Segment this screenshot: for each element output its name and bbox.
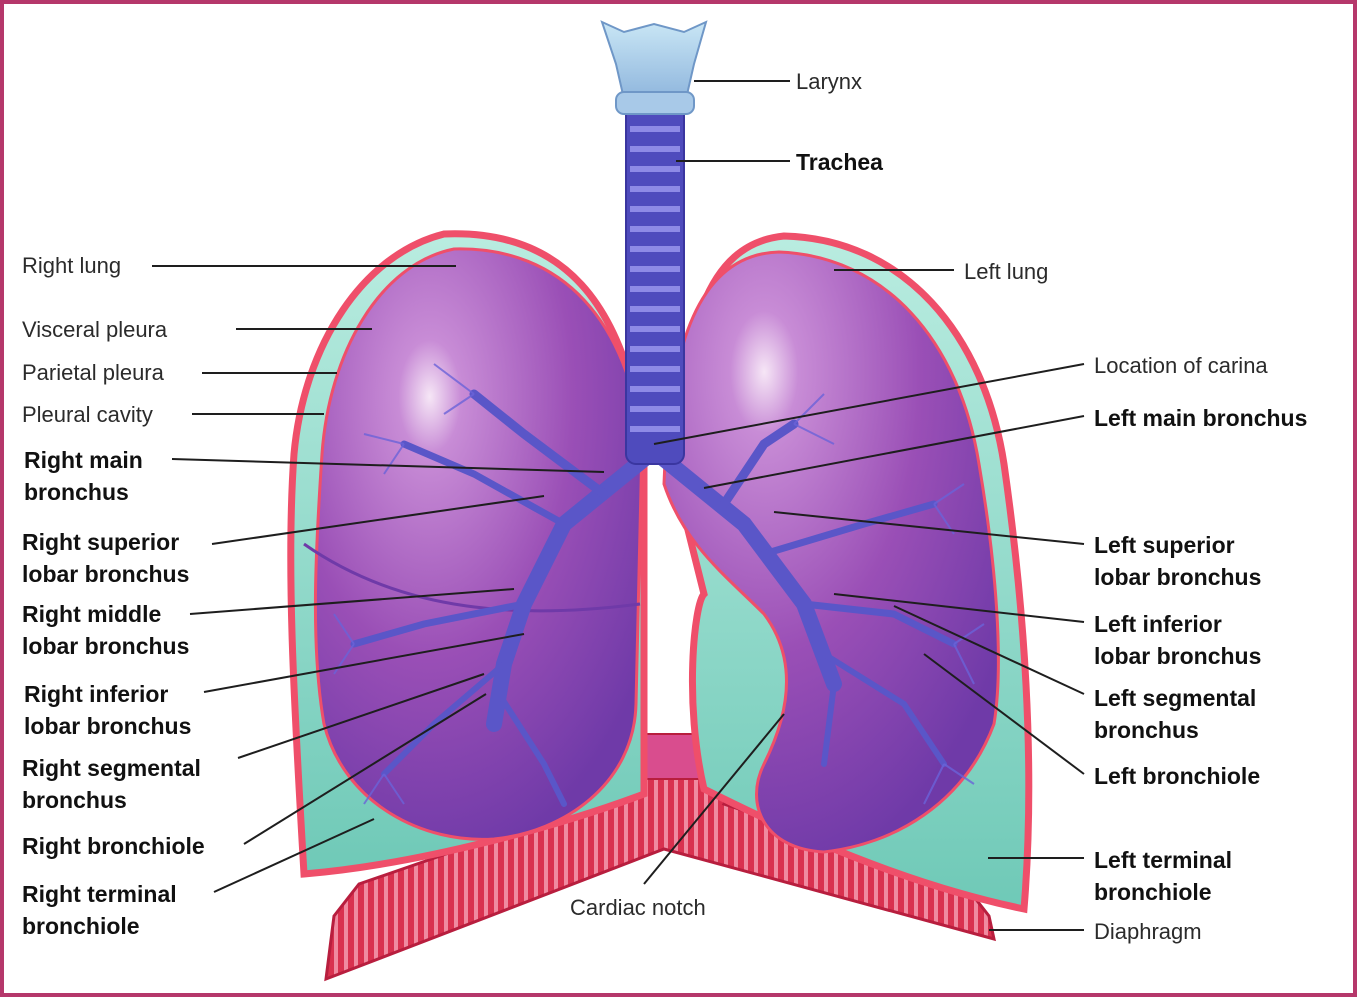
- label-pleural-cavity: Pleural cavity: [22, 402, 153, 427]
- label-cardiac-notch: Cardiac notch: [570, 895, 706, 920]
- label-left-superior-lobar-bronchus: Left superior lobar bronchus: [1094, 532, 1262, 590]
- label-right-middle-lobar-bronchus: Right middle lobar bronchus: [22, 601, 190, 659]
- right-horizontal-fissure: [303, 542, 641, 613]
- label-trachea: Trachea: [796, 149, 883, 175]
- right-lung-shape: [313, 247, 644, 841]
- label-left-lung: Left lung: [964, 259, 1049, 284]
- label-diaphragm: Diaphragm: [1094, 919, 1202, 944]
- trachea-shape: [625, 103, 685, 465]
- label-right-main-bronchus: Right main bronchus: [24, 447, 143, 505]
- larynx-shape: [600, 20, 708, 100]
- label-right-segmental-bronchus: Right segmental bronchus: [22, 755, 201, 813]
- label-location-of-carina: Location of carina: [1094, 353, 1268, 378]
- label-right-lung: Right lung: [22, 253, 122, 278]
- label-visceral-pleura: Visceral pleura: [22, 317, 168, 342]
- label-left-inferior-lobar-bronchus: Left inferior lobar bronchus: [1094, 611, 1262, 669]
- lungs-illustration: [152, 20, 1085, 982]
- label-parietal-pleura: Parietal pleura: [22, 360, 164, 385]
- label-right-superior-lobar-bronchus: Right superior lobar bronchus: [22, 529, 190, 587]
- label-left-terminal-bronchiole: Left terminal bronchiole: [1094, 847, 1233, 905]
- label-left-bronchiole: Left bronchiole: [1094, 763, 1261, 789]
- leader-lines: [152, 80, 1085, 931]
- label-larynx: Larynx: [796, 69, 863, 94]
- label-right-bronchiole: Right bronchiole: [22, 833, 205, 859]
- label-right-inferior-lobar-bronchus: Right inferior lobar bronchus: [24, 681, 192, 739]
- label-left-main-bronchus: Left main bronchus: [1094, 405, 1308, 431]
- left-lung-shape: [662, 250, 1000, 854]
- bronchiole-branches: [333, 363, 985, 805]
- label-right-terminal-bronchiole: Right terminal bronchiole: [22, 881, 177, 939]
- bronchial-tree: [350, 389, 958, 807]
- larynx-ring: [615, 91, 695, 115]
- label-left-segmental-bronchus: Left segmental bronchus: [1094, 685, 1257, 743]
